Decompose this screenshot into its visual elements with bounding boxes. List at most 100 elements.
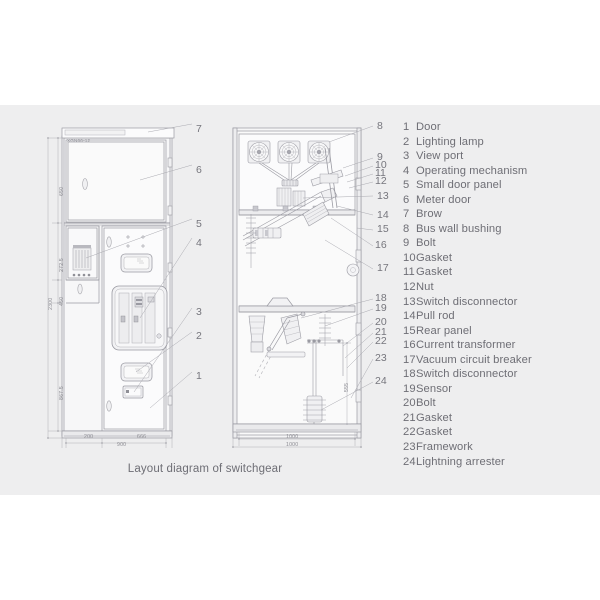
legend-label: Bolt — [416, 397, 436, 410]
legend-item-8: 8 Bus wall bushing — [403, 222, 593, 237]
dim-272-5: 272.5 — [59, 258, 65, 272]
callout-9: 9 — [377, 151, 383, 163]
legend-num: 1 — [403, 121, 410, 133]
callout-20: 20 — [375, 316, 387, 328]
dim-650: 650 — [59, 186, 65, 196]
legend-label: Gasket — [416, 251, 453, 264]
legend-item-18: 18Switch disconnector — [403, 367, 593, 382]
legend-label: View port — [416, 150, 464, 163]
front-view-drawing — [47, 123, 193, 448]
legend-num: 13 — [403, 295, 416, 308]
legend-label: Small door panel — [416, 179, 502, 192]
legend-label: Framework — [416, 441, 473, 454]
legend-num: 15 — [403, 324, 416, 337]
dim-1000-outer: 1000 — [286, 442, 299, 448]
legend-item-23: 23Framework — [403, 440, 593, 455]
legend-item-6: 6 Meter door — [403, 193, 593, 208]
callout-3: 3 — [196, 306, 202, 318]
legend-num: 8 — [403, 222, 410, 235]
legend-label: Gasket — [416, 426, 453, 439]
callout-6: 6 — [196, 164, 202, 176]
dim-450: 450 — [59, 296, 65, 306]
legend-num: 18 — [403, 368, 416, 381]
callout-21: 21 — [375, 326, 387, 338]
legend-item-11: 11Gasket — [403, 265, 593, 280]
dim-867-5: 867.5 — [59, 386, 65, 400]
legend-num: 20 — [403, 397, 416, 410]
callout-16: 16 — [375, 239, 387, 251]
legend-item-10: 10Gasket — [403, 251, 593, 266]
legend-label: Bus wall bushing — [416, 222, 502, 235]
legend-num: 10 — [403, 251, 416, 264]
legend-label: Nut — [416, 281, 434, 294]
legend-item-2: 2 Lighting lamp — [403, 135, 593, 150]
callout-12: 12 — [375, 175, 387, 187]
legend-label: Brow — [416, 208, 442, 221]
legend-num: 23 — [403, 441, 416, 454]
legend-item-17: 17Vacuum circuit breaker — [403, 353, 593, 368]
legend-label: Pull rod — [416, 310, 455, 323]
legend-label: Switch disconnector — [416, 295, 518, 308]
legend-label: Lighting lamp — [416, 135, 484, 148]
legend-label: Vacuum circuit breaker — [416, 353, 532, 366]
legend-num: 6 — [403, 193, 410, 206]
callout-22: 22 — [375, 335, 387, 347]
callout-15: 15 — [377, 223, 389, 235]
legend-item-9: 9 Bolt — [403, 236, 593, 251]
dim-1000-inner: 1000 — [286, 434, 299, 440]
legend-item-19: 19Sensor — [403, 382, 593, 397]
legend-num: 17 — [403, 353, 416, 366]
callout-7: 7 — [196, 123, 202, 135]
legend-num: 12 — [403, 281, 416, 294]
legend-label: Meter door — [416, 193, 472, 206]
legend-label: Gasket — [416, 266, 453, 279]
legend-item-16: 16Current transformer — [403, 338, 593, 353]
legend-label: Bolt — [416, 237, 436, 250]
legend-item-1: 1 Door — [403, 120, 593, 135]
legend-label: Gasket — [416, 411, 453, 424]
legend-num: 16 — [403, 339, 416, 352]
legend-num: 24 — [403, 455, 416, 468]
dim-666: 666 — [137, 434, 147, 440]
callout-10: 10 — [375, 159, 387, 171]
legend-num: 2 — [403, 135, 410, 148]
callout-11: 11 — [375, 167, 386, 179]
legend-num: 5 — [403, 179, 410, 192]
legend-num: 3 — [403, 150, 410, 163]
callout-2: 2 — [196, 330, 202, 342]
side-view-drawing — [232, 125, 374, 448]
legend-item-24: 24Lightning arrester — [403, 455, 593, 470]
legend-num: 11 — [403, 266, 415, 279]
legend-item-20: 20Bolt — [403, 396, 593, 411]
legend-item-5: 5 Small door panel — [403, 178, 593, 193]
legend-label: Current transformer — [416, 339, 516, 352]
legend-label: Rear panel — [416, 324, 472, 337]
legend-label: Lightning arrester — [416, 455, 505, 468]
dim-200: 200 — [84, 434, 94, 440]
legend-num: 19 — [403, 382, 416, 395]
legend-item-21: 21Gasket — [403, 411, 593, 426]
dim-2300: 2300 — [48, 297, 54, 310]
cabinet-nameplate: XGN66-12 — [67, 138, 91, 143]
legend-item-12: 12Nut — [403, 280, 593, 295]
callout-4: 4 — [196, 237, 202, 249]
callout-23: 23 — [375, 352, 387, 364]
legend-num: 9 — [403, 237, 410, 250]
legend-num: 14 — [403, 310, 416, 323]
dim-900: 900 — [117, 442, 127, 448]
legend-item-15: 15Rear panel — [403, 324, 593, 339]
legend-label: Sensor — [416, 382, 453, 395]
legend-label: Switch disconnector — [416, 368, 518, 381]
legend-label: Door — [416, 121, 441, 133]
callout-24: 24 — [375, 375, 387, 387]
callout-1: 1 — [196, 370, 202, 382]
callout-13: 13 — [377, 190, 389, 202]
legend-num: 4 — [403, 164, 410, 177]
callout-18: 18 — [375, 292, 387, 304]
callout-14: 14 — [377, 209, 389, 221]
